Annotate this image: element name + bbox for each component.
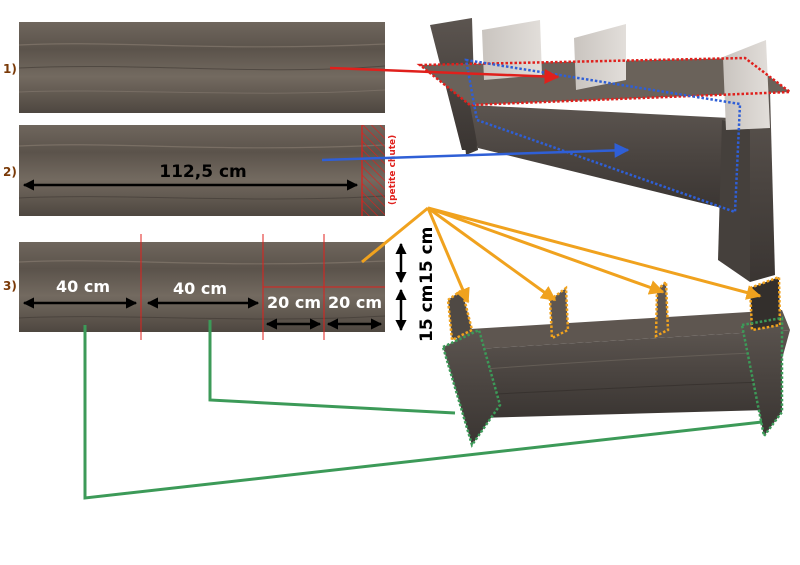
piece-4-label: 20 cm bbox=[328, 293, 382, 312]
board-2 bbox=[18, 125, 386, 216]
divider-height-label-1: 15 cm bbox=[417, 227, 437, 284]
piece-1-label: 40 cm bbox=[56, 277, 110, 296]
piece-3-label: 20 cm bbox=[267, 293, 321, 312]
divider-arrows bbox=[361, 206, 762, 304]
board-1 bbox=[18, 22, 386, 113]
step-3-number: 3) bbox=[3, 279, 17, 293]
side-panel-arrows bbox=[83, 320, 763, 500]
offcut-label: (petite chute) bbox=[388, 135, 398, 205]
divider-height-label-2: 15 cm bbox=[417, 285, 437, 342]
top-panel-arrow bbox=[329, 66, 560, 84]
step-2-number: 2) bbox=[3, 165, 17, 179]
step-1-number: 1) bbox=[3, 62, 17, 76]
assembled-shelf-lower bbox=[441, 275, 790, 448]
side-panel-outlines bbox=[441, 316, 784, 448]
top-panel-outline bbox=[416, 56, 794, 107]
front-panel-arrow bbox=[321, 142, 630, 162]
piece-2-label: 40 cm bbox=[173, 279, 227, 298]
cut-lines-step-3 bbox=[140, 234, 385, 340]
assembled-shelf-upper bbox=[416, 18, 794, 282]
front-panel-outline bbox=[464, 58, 742, 214]
length-label: 112,5 cm bbox=[159, 162, 246, 182]
offcut-hatch bbox=[362, 125, 385, 216]
